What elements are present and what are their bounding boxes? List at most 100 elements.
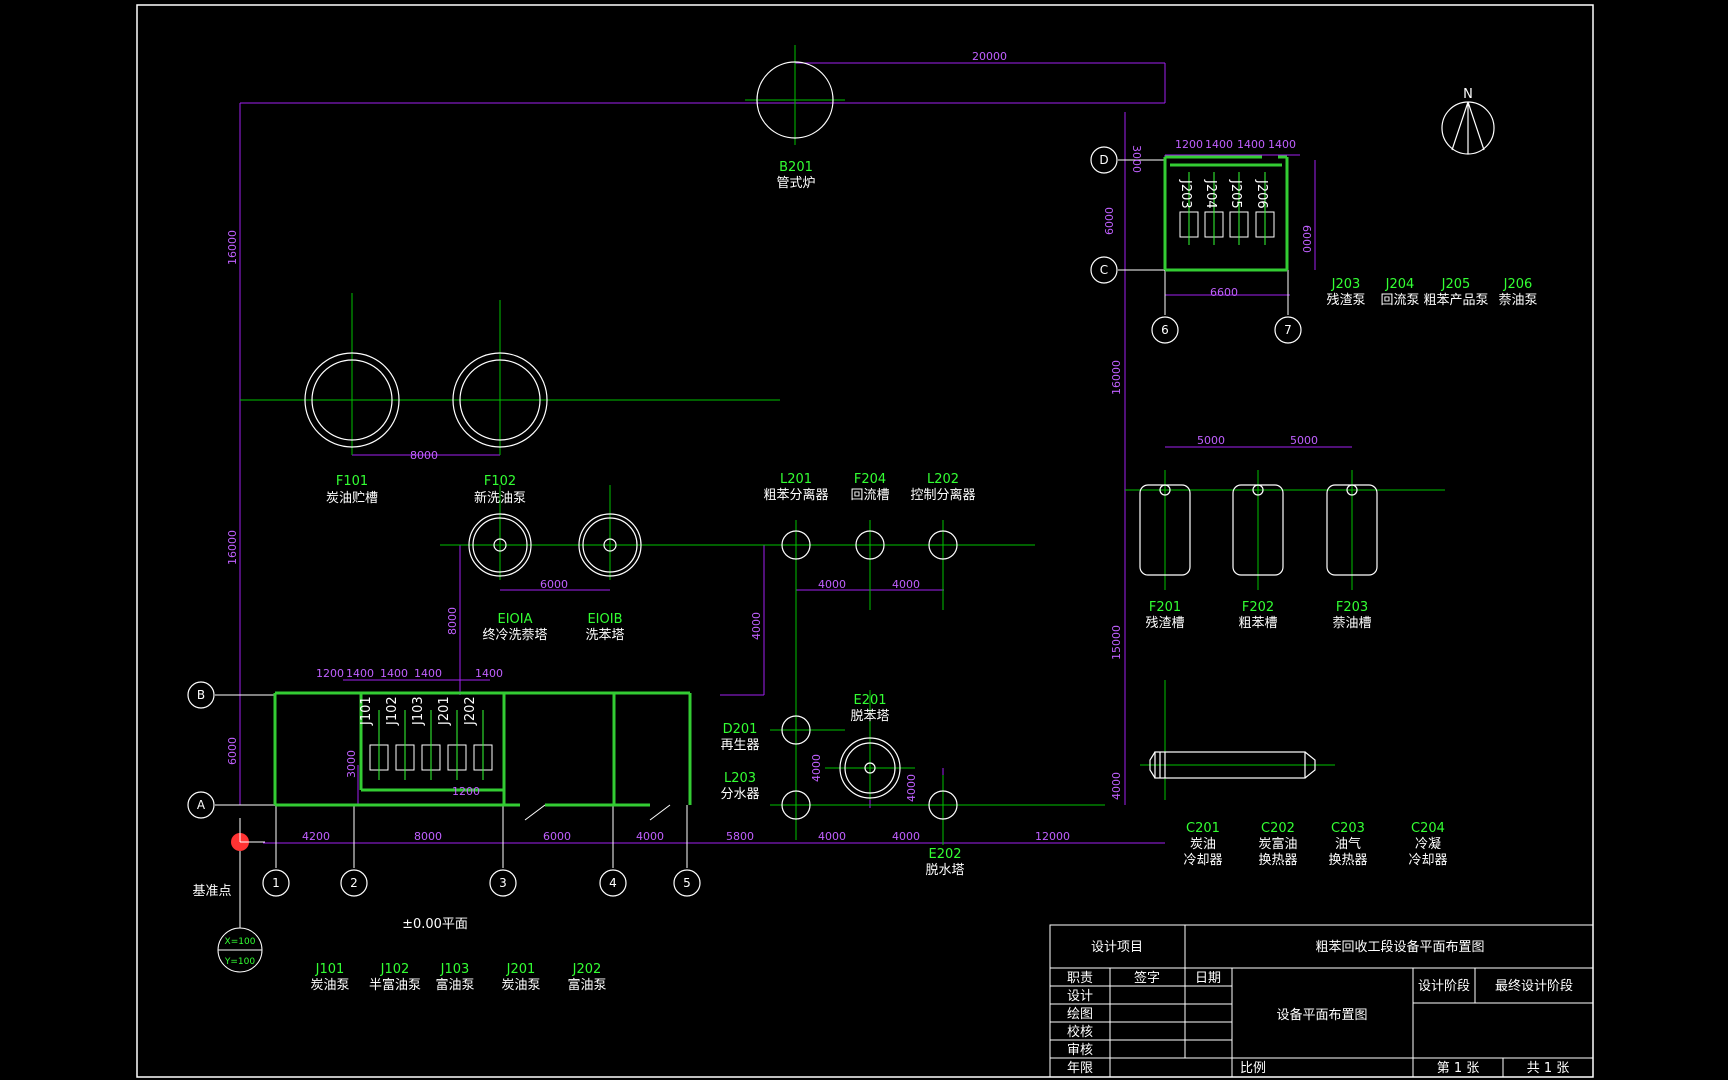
legend-a-tag: J201 bbox=[506, 962, 536, 977]
tag-b201: B201 bbox=[779, 160, 813, 175]
axis-col-5: 5 bbox=[683, 876, 691, 890]
legend-b-name: 萘油泵 bbox=[1498, 293, 1537, 308]
pump-house-a-pump-markers bbox=[378, 710, 484, 780]
dim-pb-w4: 1400 bbox=[1268, 138, 1296, 151]
axis-col-2: 2 bbox=[350, 876, 358, 890]
tb-role: 审核 bbox=[1067, 1043, 1093, 1058]
dim-tank-gap1: 5000 bbox=[1197, 434, 1225, 447]
dim-pb-bottom: 6600 bbox=[1210, 286, 1238, 299]
pump-house-b-pump-markers bbox=[1188, 172, 1266, 245]
name-e101b: 洗苯塔 bbox=[585, 628, 624, 643]
dim-bottom-5: 5800 bbox=[726, 830, 754, 843]
name-e101a: 终冷洗萘塔 bbox=[482, 627, 547, 643]
dim-pb-h2: 6000 bbox=[1103, 207, 1116, 235]
dim-pa-v: 3000 bbox=[345, 750, 358, 778]
dim-bottom-6: 4000 bbox=[818, 830, 846, 843]
tb-project-label: 设计项目 bbox=[1091, 940, 1143, 955]
legend-a-name: 富油泵 bbox=[435, 977, 474, 993]
dim-e202-gap: 4000 bbox=[905, 774, 918, 802]
dim-left3: 8000 bbox=[446, 607, 459, 635]
tower-e202 bbox=[928, 790, 958, 820]
tb-role: 设计 bbox=[1067, 989, 1093, 1004]
name-b201: 管式炉 bbox=[776, 176, 815, 191]
legend-a-name: 半富油泵 bbox=[369, 977, 421, 993]
separator-l203 bbox=[781, 790, 811, 820]
tag-l203: L203 bbox=[724, 771, 756, 786]
dim-left4: 6000 bbox=[226, 737, 239, 765]
name-f202: 粗苯槽 bbox=[1238, 616, 1277, 631]
tank-f101-inner bbox=[311, 359, 393, 441]
dim-pa-w3: 1400 bbox=[380, 667, 408, 680]
legend-a-tag: J202 bbox=[572, 962, 602, 977]
name-l202: 控制分离器 bbox=[910, 487, 975, 503]
tag-f203: F203 bbox=[1336, 600, 1368, 615]
north-label: N bbox=[1463, 87, 1473, 102]
legend-a-name: 富油泵 bbox=[567, 977, 606, 993]
axis-row-b: B bbox=[197, 688, 205, 702]
dim-bottom-8: 12000 bbox=[1035, 830, 1070, 843]
equipment-labels: B201 管式炉 F101 炭油贮槽 F102 新洗油泵 EIOIA 终冷洗萘塔… bbox=[326, 160, 1448, 878]
legend-a-tag: J101 bbox=[315, 962, 345, 977]
name-c204: 冷凝 bbox=[1415, 836, 1441, 852]
heat-exchanger-c201 bbox=[1154, 751, 1306, 779]
dim-pa-w5: 1400 bbox=[475, 667, 503, 680]
name-f201: 残渣槽 bbox=[1145, 616, 1184, 631]
pump-house-b bbox=[1163, 155, 1289, 272]
tb-stage-label: 设计阶段 bbox=[1418, 979, 1470, 994]
tower-e101b-inner bbox=[582, 517, 638, 573]
dim-pb-w2: 1400 bbox=[1205, 138, 1233, 151]
tb-total: 共 1 张 bbox=[1527, 1061, 1570, 1076]
dim-e-gap: 6000 bbox=[540, 578, 568, 591]
tag-f101: F101 bbox=[336, 474, 368, 489]
name-f101: 炭油贮槽 bbox=[326, 491, 378, 506]
pump-house-b-details bbox=[1179, 211, 1275, 238]
tank-f102-inner bbox=[459, 359, 541, 441]
tower-e101a-outer bbox=[468, 513, 532, 577]
tb-stage-value: 最终设计阶段 bbox=[1495, 978, 1573, 994]
legend-b-tag: J205 bbox=[1441, 277, 1471, 292]
tb-col-date: 日期 bbox=[1195, 971, 1221, 986]
tag-c204: C204 bbox=[1411, 821, 1445, 836]
dim-bottom-7: 4000 bbox=[892, 830, 920, 843]
name-c202: 炭富油 bbox=[1258, 836, 1297, 852]
dim-pa-w1: 1200 bbox=[316, 667, 344, 680]
tag-e101b: EIOIB bbox=[587, 612, 622, 627]
tb-center-title: 设备平面布置图 bbox=[1276, 1007, 1367, 1023]
legend-b-tag: J204 bbox=[1385, 277, 1415, 292]
axis-labels: B A D C 1 2 3 4 5 6 7 bbox=[197, 153, 1292, 890]
tb-sheet: 第 1 张 bbox=[1437, 1061, 1480, 1076]
equipment-shapes bbox=[304, 61, 1378, 820]
dim-pb-w1: 1200 bbox=[1175, 138, 1203, 151]
tb-scale-label: 比例 bbox=[1240, 1061, 1266, 1076]
dim-right-v1: 16000 bbox=[1110, 360, 1123, 395]
dim-f-gap: 8000 bbox=[410, 449, 438, 462]
dim-vert-l: 4000 bbox=[750, 612, 763, 640]
datum-point-icon bbox=[217, 818, 265, 973]
dim-pb-h: 6000 bbox=[1300, 225, 1313, 253]
dim-bottom-4: 4000 bbox=[636, 830, 664, 843]
dim-bottom-3: 6000 bbox=[543, 830, 571, 843]
axis-col-1: 1 bbox=[272, 876, 280, 890]
dim-top: 20000 bbox=[972, 50, 1007, 63]
pump-house-a-details bbox=[369, 744, 671, 821]
dim-pa-w4: 1400 bbox=[414, 667, 442, 680]
dim-l-gap2: 4000 bbox=[892, 578, 920, 591]
dim-left2: 16000 bbox=[226, 530, 239, 565]
tag-e201: E201 bbox=[853, 693, 886, 708]
axis-lines bbox=[215, 159, 1289, 868]
axis-row-d: D bbox=[1099, 153, 1108, 167]
legend-b-name: 回流泵 bbox=[1380, 293, 1419, 308]
dim-right-v2: 15000 bbox=[1110, 625, 1123, 660]
name-l203: 分水器 bbox=[720, 787, 759, 802]
tb-role: 年限 bbox=[1067, 1061, 1093, 1076]
pump-a-tag: J103 bbox=[411, 696, 426, 726]
name2-c204: 冷却器 bbox=[1408, 853, 1447, 868]
legend-b-name: 残渣泵 bbox=[1326, 293, 1365, 308]
tank-f102-outer bbox=[452, 352, 548, 448]
pump-a-tag: J101 bbox=[359, 696, 374, 726]
tb-drawing-name: 粗苯回收工段设备平面布置图 bbox=[1315, 939, 1484, 955]
tag-d201: D201 bbox=[723, 722, 758, 737]
pump-b-tag: J205 bbox=[1228, 179, 1243, 209]
drawing-frame bbox=[136, 4, 1594, 1078]
